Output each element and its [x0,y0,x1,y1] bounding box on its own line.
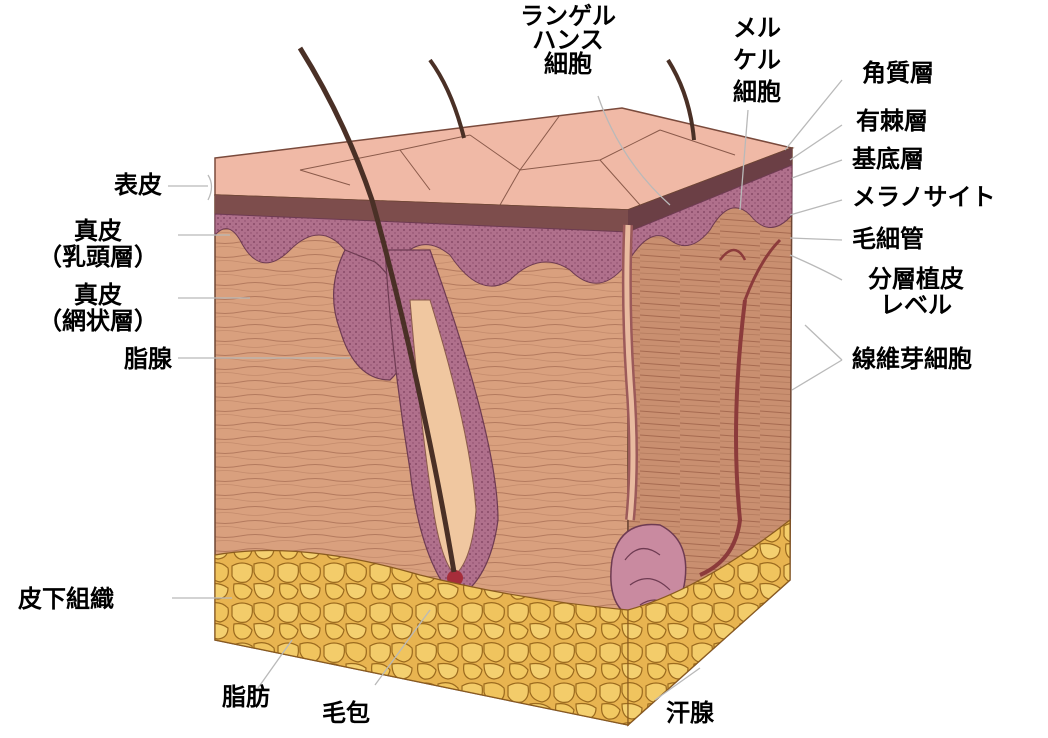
label-merkel-cell: メル ケル 細胞 [712,12,802,108]
label-langerhans-cell: ランゲル ハンス 細胞 [498,4,638,76]
label-stratum-spinosum: 有棘層 [856,108,928,134]
label-sweat-gland: 汗腺 [666,700,714,726]
label-dermis-reticular: 真皮 （網状層） [18,282,178,334]
label-merkel-line2: ケル [712,44,802,76]
label-dermis-papillary: 真皮 （乳頭層） [18,218,178,270]
label-split-skin-graft-level: 分層植皮 レベル [846,266,986,318]
label-subcutaneous-tissue: 皮下組織 [18,586,114,612]
label-dermis-reticular-line1: 真皮 [18,282,178,308]
label-split-skin-graft-line2: レベル [846,292,986,318]
label-dermis-papillary-line2: （乳頭層） [18,244,178,270]
label-stratum-basale: 基底層 [852,146,924,172]
label-split-skin-graft-line1: 分層植皮 [846,266,986,292]
label-hair-follicle: 毛包 [322,700,370,726]
label-merkel-line3: 細胞 [712,76,802,108]
label-langerhans-line3: 細胞 [498,52,638,76]
label-stratum-corneum: 角質層 [862,60,934,86]
label-fat: 脂肪 [222,684,270,710]
label-langerhans-line2: ハンス [498,28,638,52]
label-dermis-papillary-line1: 真皮 [18,218,178,244]
label-fibroblast: 線維芽細胞 [852,346,972,372]
label-dermis-reticular-line2: （網状層） [18,308,178,334]
label-merkel-line1: メル [712,12,802,44]
label-sebaceous-gland: 脂腺 [72,346,172,372]
label-melanocyte: メラノサイト [852,184,996,210]
label-langerhans-line1: ランゲル [498,4,638,28]
label-epidermis: 表皮 [72,172,162,198]
label-capillary: 毛細管 [852,226,924,252]
